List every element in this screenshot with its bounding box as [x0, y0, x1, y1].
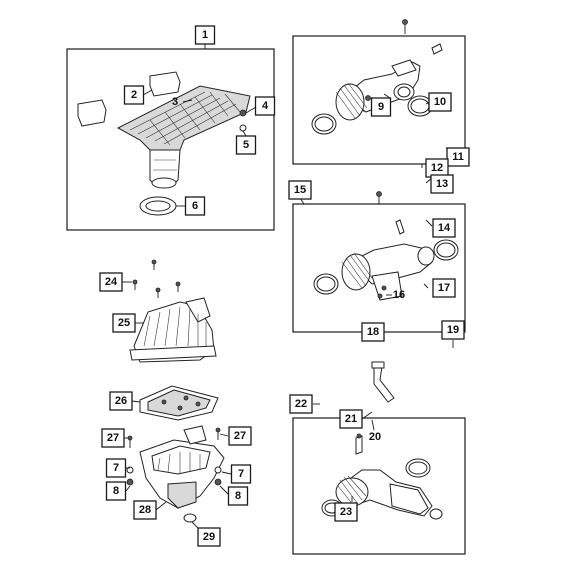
callout-1[interactable]: 1 [194, 25, 216, 45]
upper-inlet-hose-drawing [311, 19, 443, 135]
callout-number: 10 [434, 96, 446, 108]
callout-number: 26 [115, 395, 127, 407]
breather-tube-drawing [371, 361, 395, 403]
callout-14[interactable]: 14 [432, 218, 456, 238]
callout-number: 19 [447, 324, 459, 336]
callout-17[interactable]: 17 [432, 278, 456, 298]
callout-number: 5 [243, 139, 249, 151]
callout-20[interactable]: 20 [369, 431, 381, 443]
callout-19[interactable]: 19 [441, 320, 465, 340]
group-frame-intake-tube [292, 417, 466, 555]
callout-number: 2 [131, 89, 137, 101]
callout-5[interactable]: 5 [235, 135, 257, 155]
callout-number: 27 [107, 432, 119, 444]
callout-8-left[interactable]: 8 [105, 481, 127, 501]
callout-number: 23 [340, 506, 352, 518]
callout-23[interactable]: 23 [334, 502, 358, 522]
callout-22[interactable]: 22 [289, 394, 313, 414]
callout-4[interactable]: 4 [254, 96, 276, 116]
callout-12[interactable]: 12 [425, 158, 449, 178]
callout-8-right[interactable]: 8 [227, 486, 249, 506]
callout-number: 1 [202, 29, 208, 41]
callout-number: 3 [172, 96, 178, 108]
callout-number: 28 [139, 504, 151, 516]
callout-number: 18 [367, 326, 379, 338]
callout-24[interactable]: 24 [99, 272, 123, 292]
callout-29[interactable]: 29 [197, 527, 221, 547]
callout-number: 16 [393, 289, 405, 301]
callout-2[interactable]: 2 [123, 85, 145, 105]
callout-number: 8 [113, 485, 119, 497]
callout-number: 27 [234, 430, 246, 442]
callout-18[interactable]: 18 [361, 322, 385, 342]
callout-number: 17 [438, 282, 450, 294]
callout-27-left[interactable]: 27 [101, 428, 125, 448]
group-frame-air-duct [66, 48, 275, 231]
callout-3[interactable]: 3 [172, 96, 178, 108]
callout-number: 6 [192, 200, 198, 212]
air-cleaner-cover-drawing [129, 259, 217, 363]
air-filter-drawing [139, 385, 219, 421]
callout-number: 13 [436, 178, 448, 190]
callout-number: 12 [431, 162, 443, 174]
air-cleaner-housing-drawing [126, 425, 225, 523]
callout-number: 4 [262, 100, 269, 112]
callout-number: 29 [203, 531, 215, 543]
callout-26[interactable]: 26 [109, 391, 133, 411]
callout-6[interactable]: 6 [184, 196, 206, 216]
callout-10[interactable]: 10 [428, 92, 452, 112]
lower-inlet-hose-drawing [313, 191, 459, 301]
callout-25[interactable]: 25 [112, 313, 136, 333]
callout-number: 22 [295, 398, 307, 410]
callout-number: 21 [345, 413, 357, 425]
callout-number: 15 [294, 184, 306, 196]
callout-7-right[interactable]: 7 [230, 464, 252, 484]
callout-number: 7 [113, 462, 119, 474]
callout-number: 24 [105, 276, 118, 288]
callout-number: 20 [369, 431, 381, 443]
callout-number: 7 [238, 468, 244, 480]
callout-number: 25 [118, 317, 130, 329]
callout-7-left[interactable]: 7 [105, 458, 127, 478]
callout-9[interactable]: 9 [370, 97, 392, 117]
air-duct-drawing [77, 71, 251, 216]
callout-27-right[interactable]: 27 [228, 426, 252, 446]
callout-21[interactable]: 21 [339, 409, 363, 429]
group-frame-inlet-hose-upper [292, 35, 466, 165]
callout-28[interactable]: 28 [133, 500, 157, 520]
callout-number: 11 [452, 151, 464, 163]
callout-16[interactable]: 16 [393, 289, 405, 301]
callout-13[interactable]: 13 [430, 174, 454, 194]
callout-11[interactable]: 11 [446, 147, 470, 167]
callout-number: 14 [438, 222, 451, 234]
callout-number: 9 [378, 101, 384, 113]
callout-number: 8 [235, 490, 241, 502]
callout-15[interactable]: 15 [288, 180, 312, 200]
